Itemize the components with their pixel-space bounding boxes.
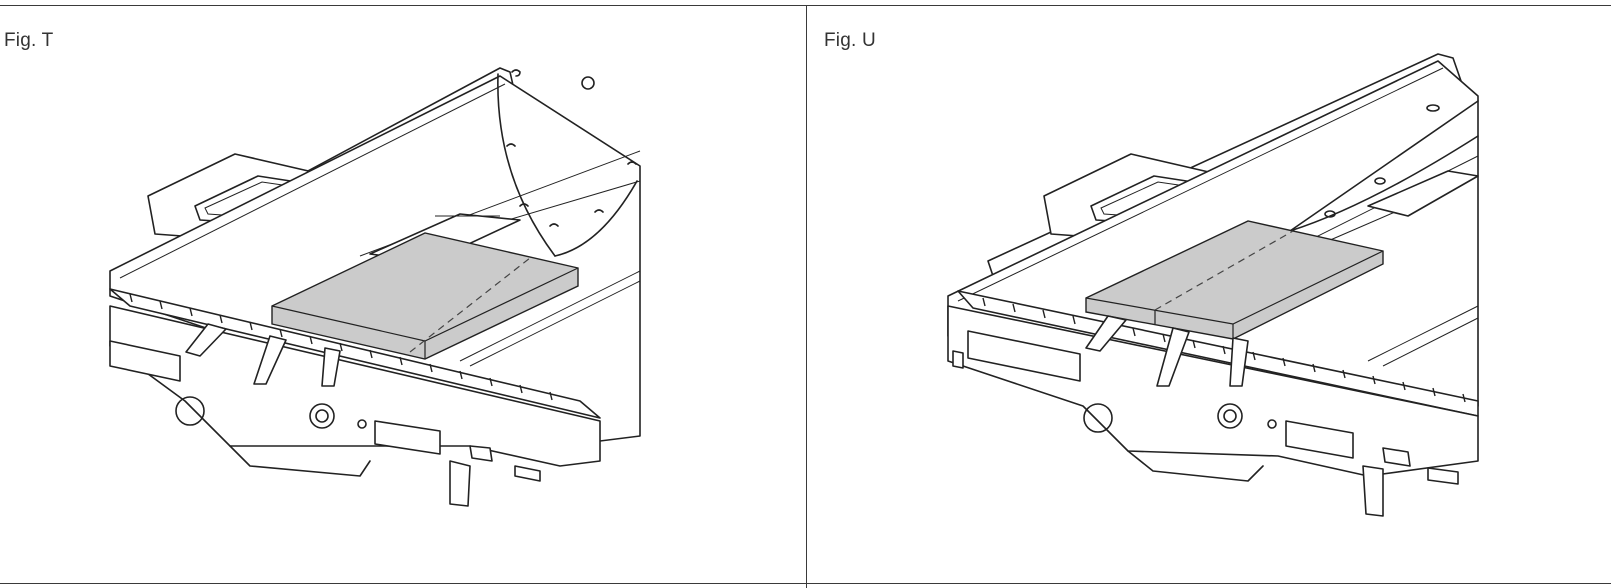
leg [1362,465,1384,517]
measuring-scale [109,288,601,419]
bottom-rule [0,583,1611,584]
figure-t-panel: Fig. T [0,6,805,582]
clamp [185,323,227,357]
saw-blade [1289,100,1479,232]
figure-u-label: Fig. U [824,30,876,51]
lock-slot [1285,420,1354,459]
top-rule [0,5,1611,6]
saw-blade [497,73,556,257]
foot [514,465,541,482]
workpiece [271,232,579,360]
foot [1427,467,1459,485]
figure-t-illustration [109,67,641,507]
clamp [1085,315,1127,352]
cut-line [1154,230,1294,311]
lock-knob [309,403,335,429]
center-divider [806,5,807,588]
clamp [1229,337,1249,387]
clamp [253,335,287,385]
figure-t-label: Fig. T [4,30,54,51]
clamp [321,347,341,387]
workpiece [1085,220,1384,340]
scale-ticks [129,293,553,401]
figure-u-illustration [947,53,1479,517]
lock-slot [374,420,441,455]
clamp [1156,327,1190,387]
figure-u-panel: Fig. U [808,6,1611,582]
lock-knob [1217,403,1243,429]
cut-line [409,257,531,353]
leg [449,460,471,507]
guide-rail [1367,170,1479,217]
